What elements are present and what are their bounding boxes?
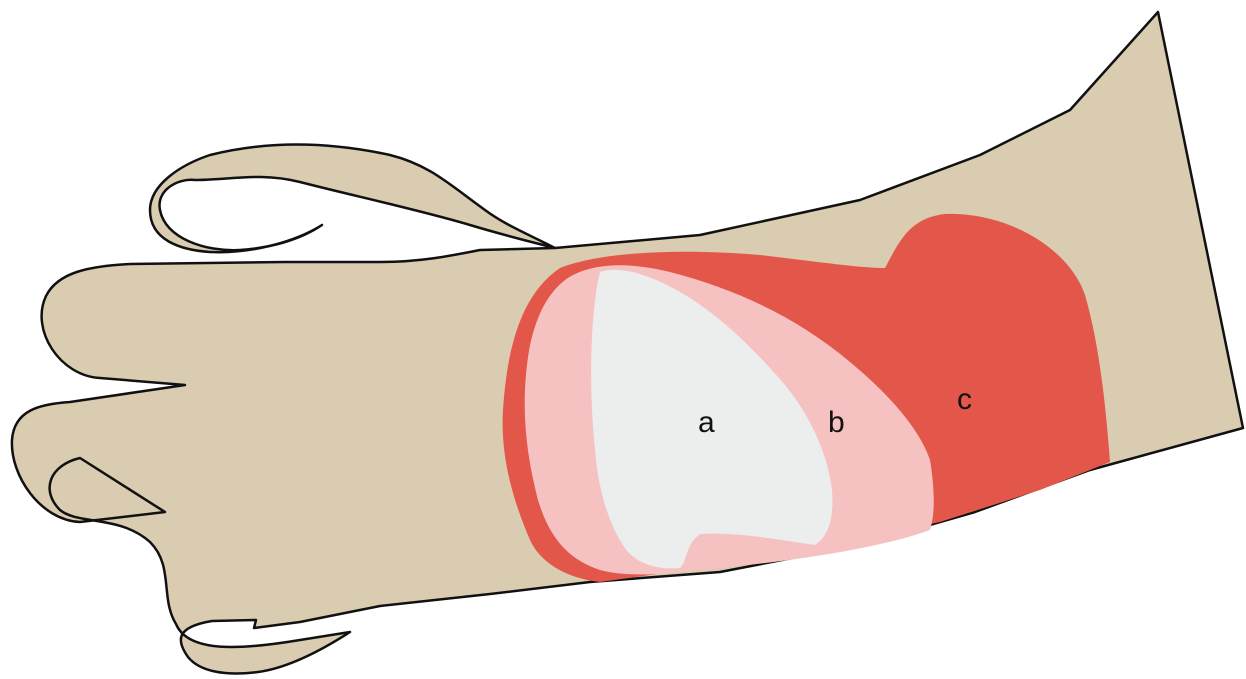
zone-b-label: b xyxy=(828,406,845,439)
zone-c-label: c xyxy=(957,383,972,416)
zone-a-label: a xyxy=(698,406,715,439)
